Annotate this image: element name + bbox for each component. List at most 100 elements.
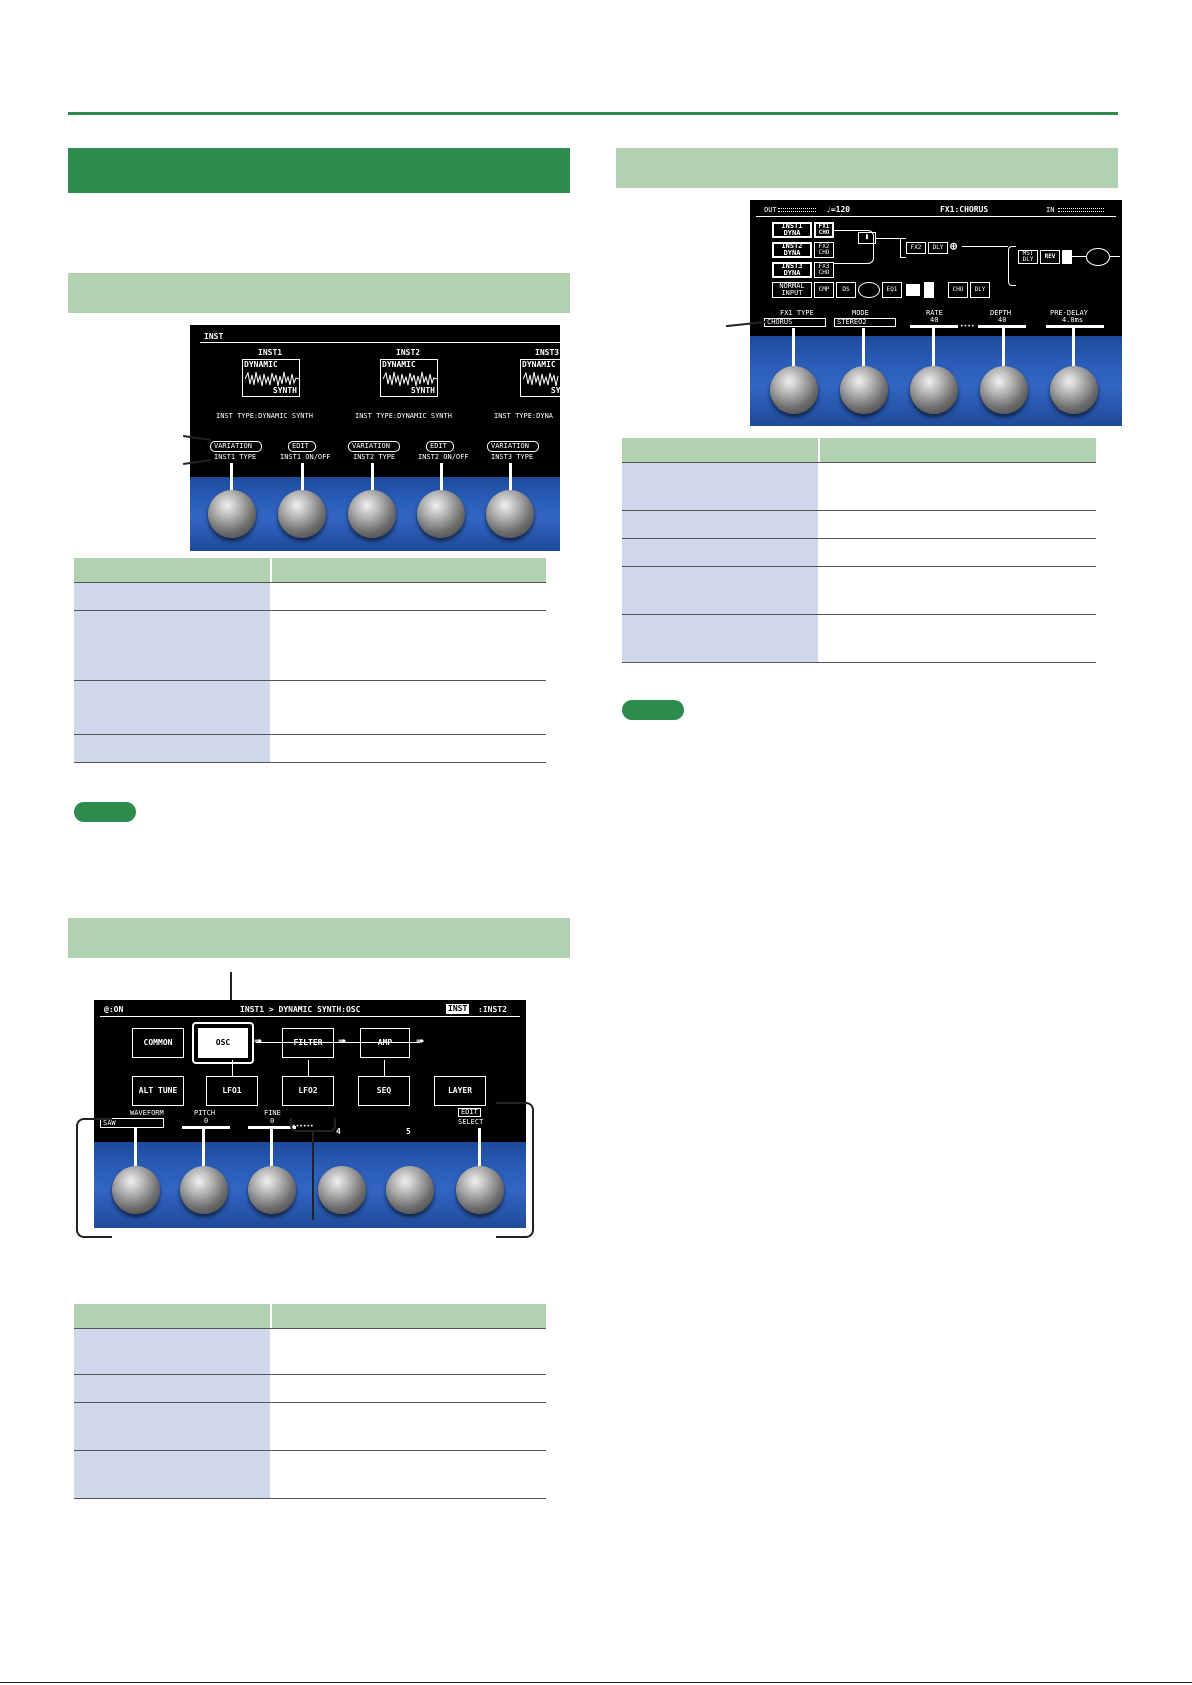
knob-3[interactable] bbox=[910, 366, 958, 414]
screen-title: INST1 > DYNAMIC SYNTH:OSC bbox=[240, 1005, 361, 1014]
knob-5[interactable] bbox=[386, 1166, 434, 1214]
variation-button-3[interactable]: VARIATION bbox=[487, 441, 539, 452]
pitch-slider bbox=[182, 1126, 230, 1129]
osc-edit-screen: @:ON INST1 > DYNAMIC SYNTH:OSC INST :INS… bbox=[94, 1000, 526, 1228]
sidechain-icon: ⊕ bbox=[950, 239, 958, 253]
cho-unit[interactable]: CHO bbox=[948, 282, 968, 298]
screen-title: INST bbox=[204, 332, 224, 341]
knob-2[interactable] bbox=[180, 1166, 228, 1214]
param-label-fine: FINE bbox=[264, 1109, 281, 1117]
inst3-wave-icon: DYNAMIC SYNTH bbox=[520, 359, 560, 397]
fx3-block[interactable]: FX3 CHO bbox=[814, 262, 834, 278]
knob-4[interactable] bbox=[318, 1166, 366, 1214]
inst-screen: INST INST1 DYNAMIC SYNTH INST TYPE:DYNAM… bbox=[190, 325, 560, 551]
waveform-icon bbox=[245, 371, 299, 387]
dly2-unit[interactable]: DLY bbox=[970, 282, 990, 298]
fx1-block[interactable]: FX1 CHO bbox=[814, 222, 834, 238]
knob-3[interactable] bbox=[248, 1166, 296, 1214]
output-node bbox=[1086, 248, 1110, 266]
inst1-header: INST1 bbox=[258, 348, 283, 357]
ms-block bbox=[906, 284, 920, 296]
knob-5[interactable] bbox=[1050, 366, 1098, 414]
waveform-icon bbox=[383, 371, 437, 387]
knob-6[interactable] bbox=[456, 1166, 504, 1214]
inst-value: :INST2 bbox=[478, 1005, 507, 1014]
param-label-4: 4 bbox=[336, 1127, 341, 1136]
subsection-bar-1 bbox=[68, 273, 570, 313]
param-table-3 bbox=[622, 438, 1096, 663]
page-dots: •••••• bbox=[292, 1123, 314, 1130]
memo-badge-2 bbox=[622, 700, 684, 720]
layer-block[interactable]: LAYER bbox=[434, 1076, 486, 1106]
inst1-block[interactable]: INST1 DYNA bbox=[772, 222, 812, 238]
param-label-2: INST1 ON/OFF bbox=[280, 453, 331, 461]
mst-dly-unit[interactable]: MST DLY bbox=[1018, 250, 1038, 264]
filter-block[interactable]: FILTER bbox=[282, 1028, 334, 1058]
param-label-rate: RATE bbox=[926, 309, 943, 317]
lfo1-block[interactable]: LFO1 bbox=[206, 1076, 258, 1106]
status-in: IN bbox=[1046, 206, 1055, 214]
inst2-header: INST2 bbox=[396, 348, 421, 357]
callout-bracket-right bbox=[496, 1102, 534, 1238]
title-rule bbox=[100, 1016, 520, 1017]
param-label-5: 5 bbox=[406, 1127, 411, 1136]
knob-4[interactable] bbox=[417, 490, 465, 538]
knob-row bbox=[94, 1142, 526, 1228]
param-label-waveform: WAVEFORM bbox=[130, 1109, 164, 1117]
common-block[interactable]: COMMON bbox=[132, 1028, 184, 1058]
out-meter bbox=[778, 208, 816, 212]
param-label-4: INST2 ON/OFF bbox=[418, 453, 469, 461]
knob-2[interactable] bbox=[840, 366, 888, 414]
eq1-unit[interactable]: EQ1 bbox=[882, 282, 902, 298]
fx-chorus-screen: OUT ♩=120 FX1:CHORUS IN INST1 DYNA INST2… bbox=[750, 200, 1122, 426]
title-rule bbox=[756, 216, 1116, 217]
memo-badge-1 bbox=[74, 802, 136, 822]
mode-value-box: STEREO2 bbox=[834, 318, 896, 327]
param-value-pre-delay: 4.0ms bbox=[1062, 316, 1084, 324]
knob-5[interactable] bbox=[486, 490, 534, 538]
knob-3[interactable] bbox=[348, 490, 396, 538]
ds-unit[interactable]: DS bbox=[836, 282, 856, 298]
callout-line bbox=[312, 1132, 314, 1220]
inst3-block[interactable]: INST3 DYNA bbox=[772, 262, 812, 278]
depth-slider bbox=[978, 325, 1026, 328]
variation-button-2[interactable]: VARIATION bbox=[348, 441, 400, 452]
status-out: OUT bbox=[764, 206, 777, 214]
param-label-pre-delay: PRE-DELAY bbox=[1050, 309, 1088, 317]
fx2-block[interactable]: FX2 CHO bbox=[814, 242, 834, 258]
alt-tune-block[interactable]: ALT TUNE bbox=[132, 1076, 184, 1106]
knob-2[interactable] bbox=[278, 490, 326, 538]
subsection-bar-3 bbox=[616, 148, 1118, 188]
osc-selection-frame bbox=[192, 1022, 254, 1064]
knob-4[interactable] bbox=[980, 366, 1028, 414]
rev-unit[interactable]: REV bbox=[1040, 250, 1060, 264]
knob-1[interactable] bbox=[770, 366, 818, 414]
inst3-type-text: INST TYPE:DYNA bbox=[494, 412, 554, 420]
fx2-unit[interactable]: FX2 bbox=[906, 242, 926, 254]
seq-block[interactable]: SEQ bbox=[358, 1076, 410, 1106]
inst-badge: INST bbox=[446, 1004, 470, 1014]
mixer-block: ⫴ bbox=[858, 232, 876, 244]
param-label-depth: DEPTH bbox=[990, 309, 1012, 317]
title-rule bbox=[200, 342, 560, 343]
edit-button-1[interactable]: EDIT bbox=[288, 441, 316, 452]
pre-delay-slider bbox=[1046, 325, 1104, 328]
in-meter bbox=[1058, 208, 1104, 212]
level-block bbox=[924, 282, 934, 298]
variation-button-1[interactable]: VARIATION bbox=[210, 441, 262, 452]
lfo2-block[interactable]: LFO2 bbox=[282, 1076, 334, 1106]
knob-1[interactable] bbox=[112, 1166, 160, 1214]
tempo: ♩=120 bbox=[826, 205, 851, 214]
cmp-unit[interactable]: CMP bbox=[814, 282, 834, 298]
rate-slider bbox=[910, 325, 958, 328]
dly-unit[interactable]: DLY bbox=[928, 242, 948, 254]
knob-1[interactable] bbox=[208, 490, 256, 538]
osc-block[interactable]: OSC bbox=[198, 1028, 248, 1058]
edit-button[interactable]: EDIT bbox=[458, 1108, 481, 1117]
amp-block[interactable]: AMP bbox=[360, 1028, 410, 1058]
inst2-block[interactable]: INST2 DYNA bbox=[772, 242, 812, 258]
normal-input-block[interactable]: NORMAL INPUT bbox=[772, 282, 812, 298]
subsection-bar-2 bbox=[68, 918, 570, 958]
param-value-rate: 40 bbox=[930, 316, 939, 324]
edit-button-2[interactable]: EDIT bbox=[426, 441, 454, 452]
